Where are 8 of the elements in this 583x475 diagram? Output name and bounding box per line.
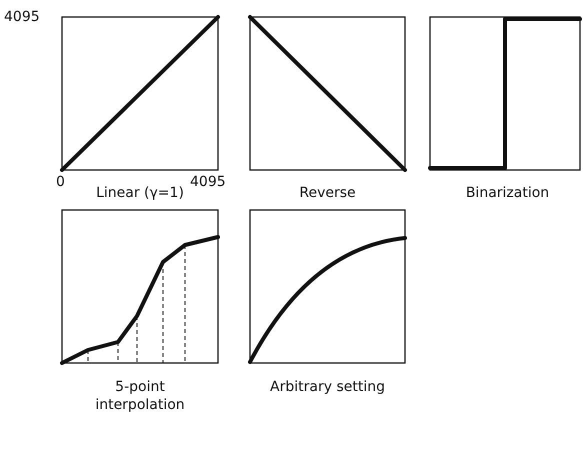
- panel-caption: Reverse: [298, 184, 357, 202]
- panel-caption: Linear (γ=1): [95, 184, 185, 202]
- panel-caption: Binarization: [464, 184, 550, 202]
- axis-tick-label: 4095: [4, 8, 40, 26]
- axis-tick-label: 0: [56, 173, 65, 191]
- panel-caption: Arbitrary setting: [269, 378, 386, 396]
- axis-tick-label: 4095: [190, 173, 226, 191]
- panel-caption: 5-point interpolation: [94, 378, 186, 414]
